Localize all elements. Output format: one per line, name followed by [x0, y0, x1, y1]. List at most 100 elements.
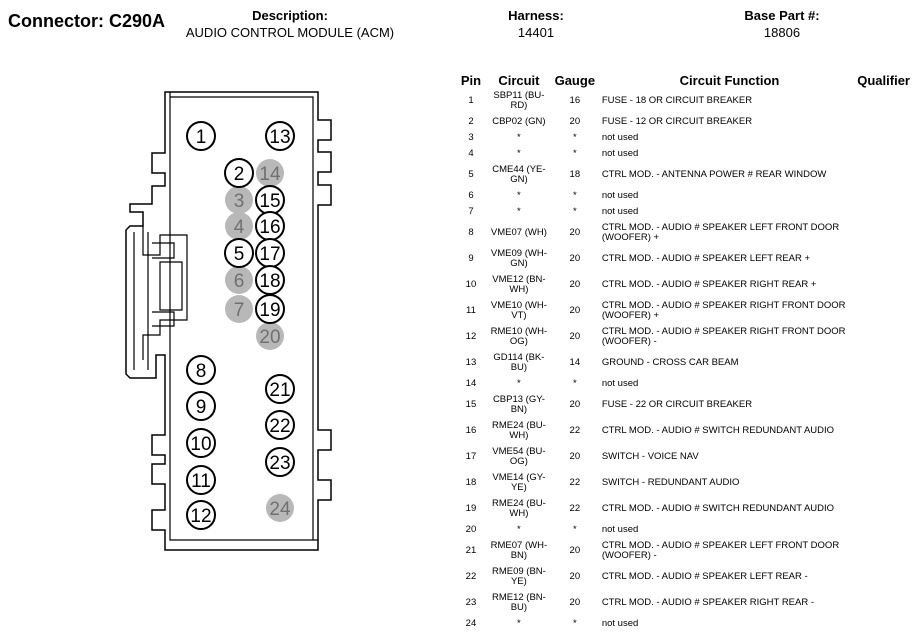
cell-function: CTRL MOD. - AUDIO # SPEAKER RIGHT REAR +	[601, 279, 817, 290]
cell-qualifier	[857, 88, 910, 114]
cell-qualifier	[857, 538, 910, 564]
cell-gauge: 14	[569, 357, 581, 368]
cell-circuit: GD114 (BK-BU)	[493, 352, 545, 373]
cell-circuit: RME09 (BN-YE)	[491, 566, 546, 587]
cell-qualifier	[857, 272, 910, 298]
pin-6-label: 6	[234, 271, 245, 292]
cell-gauge: 20	[569, 451, 581, 462]
cell-function: FUSE - 18 OR CIRCUIT BREAKER	[601, 95, 753, 106]
column-header-qualifier: Qualifier	[857, 72, 910, 88]
cell-pin: 2	[468, 116, 474, 127]
cell-function: CTRL MOD. - AUDIO # SWITCH REDUNDANT AUD…	[601, 425, 835, 436]
table-row: 3**not used	[454, 130, 910, 146]
cell-function: not used	[601, 618, 639, 629]
cell-gauge: 16	[569, 95, 581, 106]
cell-function: GROUND - CROSS CAR BEAM	[601, 357, 739, 368]
cell-function: not used	[601, 132, 639, 143]
cell-function: CTRL MOD. - AUDIO # SPEAKER LEFT REAR -	[601, 571, 808, 582]
cell-gauge: *	[572, 206, 577, 217]
pin-15-label: 15	[259, 191, 280, 212]
connector-housing-outline	[125, 91, 332, 551]
pin-3-label: 3	[234, 191, 245, 212]
cell-circuit: RME24 (BU-WH)	[491, 420, 546, 441]
cell-function: CTRL MOD. - AUDIO # SPEAKER LEFT REAR +	[601, 253, 811, 264]
harness-value: 14401	[517, 25, 555, 40]
pin-11-cavity	[186, 465, 216, 495]
pin-24-label: 24	[269, 499, 291, 520]
cell-pin: 12	[465, 331, 477, 342]
cell-circuit: *	[517, 378, 521, 389]
pin-8-label: 8	[196, 361, 207, 382]
pin-16-label: 16	[259, 217, 280, 238]
cell-circuit: VME07 (WH)	[490, 227, 547, 238]
pin-21-cavity	[265, 374, 295, 404]
cell-gauge: 22	[569, 425, 581, 436]
cell-qualifier	[857, 114, 910, 130]
cell-function: CTRL MOD. - ANTENNA POWER # REAR WINDOW	[601, 169, 827, 180]
pin-8-cavity	[186, 355, 216, 385]
pin-23-cavity	[265, 447, 295, 477]
cell-gauge: *	[572, 618, 577, 629]
cell-pin: 7	[468, 206, 474, 217]
pin-18-label: 18	[259, 271, 280, 292]
pin-12-label: 12	[190, 506, 211, 527]
cell-qualifier	[857, 522, 910, 538]
cell-function: FUSE - 22 OR CIRCUIT BREAKER	[601, 399, 753, 410]
pin-5-cavity	[224, 238, 254, 268]
cell-gauge: *	[572, 524, 577, 535]
harness-block: Harness: 14401	[466, 7, 606, 41]
cell-gauge: 18	[569, 169, 581, 180]
cell-qualifier	[857, 496, 910, 522]
pin-13-label: 13	[269, 127, 290, 148]
pin-7-label: 7	[234, 300, 245, 321]
cell-gauge: 20	[569, 305, 581, 316]
table-row: 13 GD114 (BK-BU) 14 GROUND - CROSS CAR BEAM	[454, 350, 910, 376]
cell-circuit: *	[517, 148, 521, 159]
cell-qualifier	[857, 130, 910, 146]
description-value: AUDIO CONTROL MODULE (ACM)	[185, 25, 395, 40]
table-row: 20**not used	[454, 522, 910, 538]
cell-qualifier	[857, 616, 910, 632]
table-row: 7**not used	[454, 204, 910, 220]
cell-gauge: 20	[569, 545, 581, 556]
pin-9-label: 9	[196, 397, 207, 418]
cell-function: CTRL MOD. - AUDIO # SPEAKER RIGHT FRONT …	[601, 326, 846, 347]
pin-20-cavity	[256, 322, 284, 350]
cell-pin: 13	[465, 357, 477, 368]
cell-circuit: *	[517, 132, 521, 143]
table-header-row: Pin Circuit Gauge Circuit Function Quali…	[454, 72, 910, 88]
cell-function: not used	[601, 148, 639, 159]
cell-pin: 23	[465, 597, 477, 608]
cell-pin: 21	[465, 545, 477, 556]
cell-pin: 4	[468, 148, 474, 159]
cell-function: not used	[601, 190, 639, 201]
cell-circuit: *	[517, 618, 521, 629]
pin-4-cavity	[225, 212, 253, 240]
cell-qualifier	[857, 470, 910, 496]
cell-pin: 20	[465, 524, 477, 535]
cell-pin: 15	[465, 399, 477, 410]
cell-pin: 24	[465, 618, 477, 629]
cell-gauge: *	[572, 148, 577, 159]
cell-circuit: VME54 (BU-OG)	[492, 446, 546, 467]
cell-function: not used	[601, 378, 639, 389]
pin-17-label: 17	[259, 244, 280, 265]
cell-pin: 9	[468, 253, 474, 264]
cell-circuit: RME10 (WH-OG)	[490, 326, 548, 347]
pin-10-cavity	[186, 428, 216, 458]
pin-13-cavity	[265, 121, 295, 151]
cell-function: CTRL MOD. - AUDIO # SWITCH REDUNDANT AUD…	[601, 503, 835, 514]
pin-2-cavity	[224, 158, 254, 188]
harness-label: Harness:	[508, 8, 564, 23]
description-block: Description: AUDIO CONTROL MODULE (ACM)	[170, 7, 410, 41]
